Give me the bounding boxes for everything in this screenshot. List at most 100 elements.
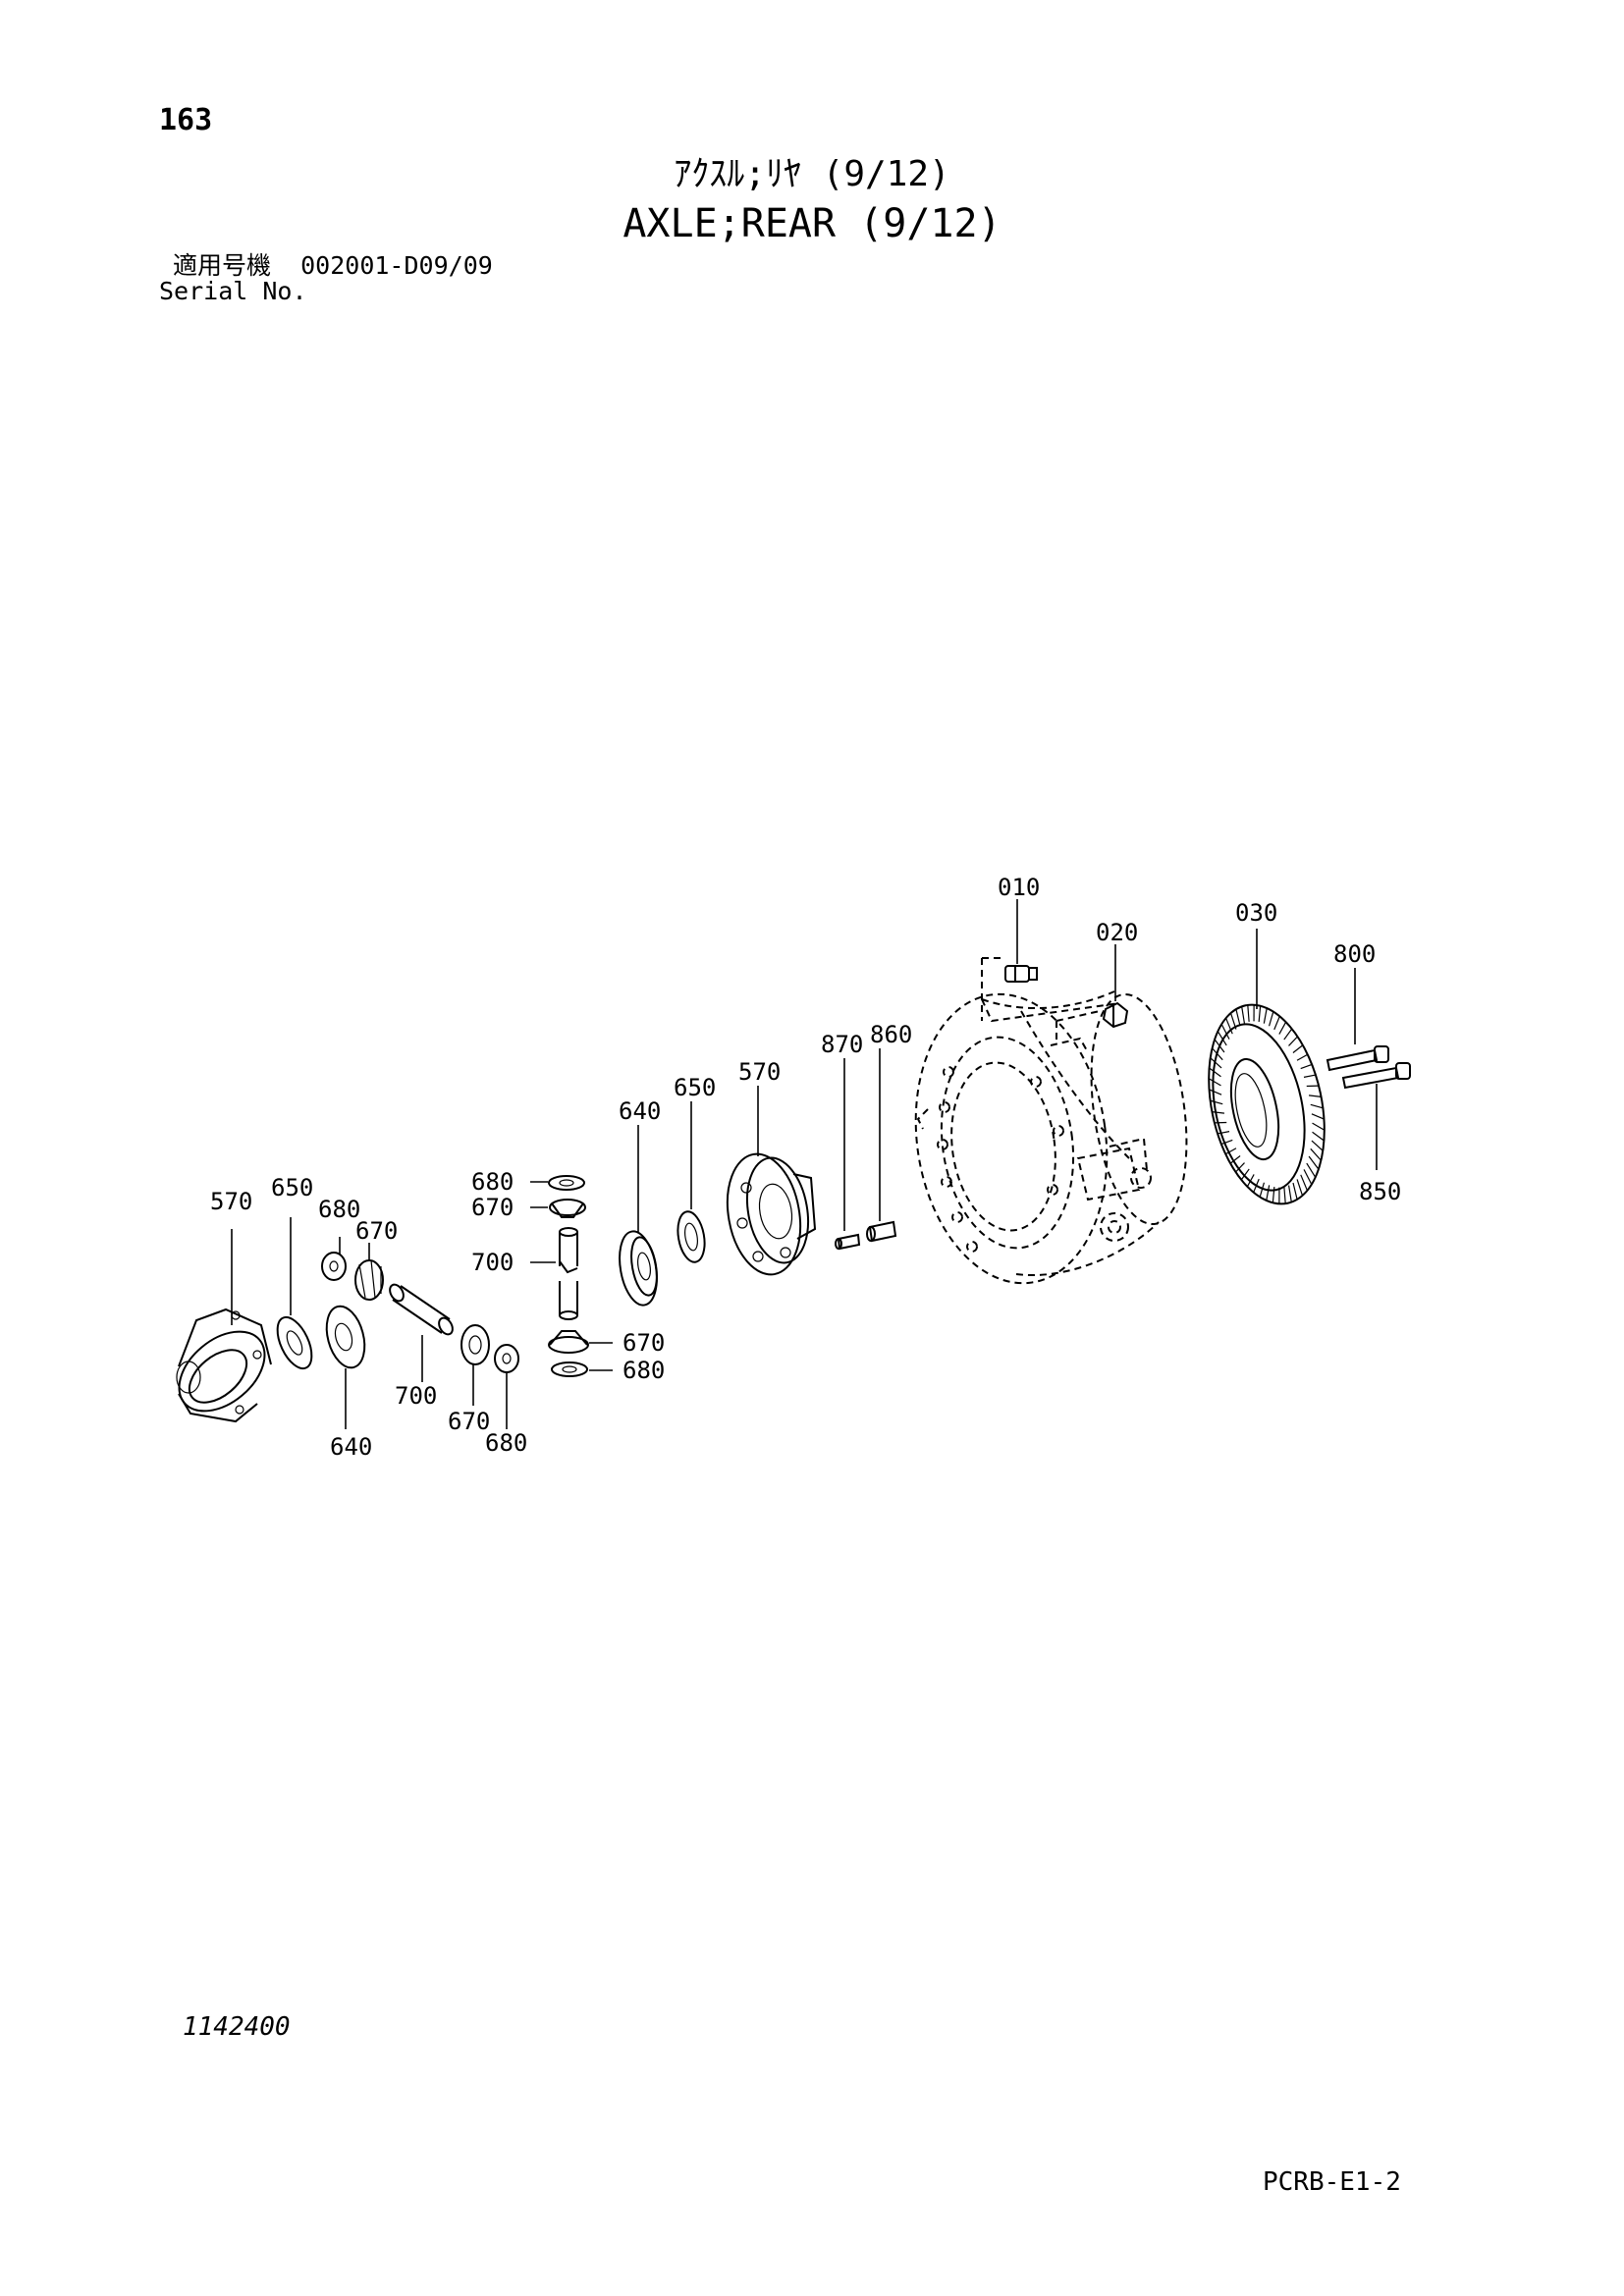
serial-value: 002001-D09/09 <box>300 251 493 280</box>
callout-800: 800 <box>1333 940 1376 968</box>
case-half-570-right <box>726 1152 817 1276</box>
ring-gear-tooth <box>1229 1155 1241 1164</box>
callout-870: 870 <box>821 1031 863 1058</box>
ring-gear-tooth <box>1272 1186 1275 1203</box>
ring-gear-tooth <box>1288 1036 1298 1046</box>
ring-gear-tooth <box>1300 1063 1313 1070</box>
ring-gear-tooth <box>1310 1148 1322 1161</box>
ring-gear-tooth <box>1253 1178 1260 1193</box>
ring-gear-tooth <box>1247 1004 1250 1022</box>
ring-gear-tooth <box>1212 1047 1223 1061</box>
ring-gear-tooth <box>1224 1148 1237 1155</box>
ring-gear-tooth <box>1308 1095 1322 1097</box>
ring-gear-tooth <box>1310 1103 1324 1109</box>
drawing-number: 1142400 <box>183 2012 291 2042</box>
ring-gear-tooth <box>1209 1089 1222 1095</box>
callout-570-left: 570 <box>210 1188 252 1215</box>
callout-680-bottom: 680 <box>623 1357 665 1384</box>
ring-gear-tooth <box>1266 1185 1271 1201</box>
ring-gear-tooth <box>1296 1179 1304 1197</box>
callout-640-left: 640 <box>330 1433 372 1461</box>
pinion-670-lower-left <box>460 1324 490 1365</box>
bolt-800 <box>1326 1045 1389 1072</box>
case-half-570-left <box>176 1308 272 1423</box>
ring-gear-tooth <box>1246 1174 1255 1188</box>
ring-gear-tooth <box>1308 1155 1320 1170</box>
ring-gear-teeth <box>1208 1004 1326 1204</box>
washer-680-lower-left <box>494 1344 519 1373</box>
callout-860: 860 <box>870 1021 912 1048</box>
ring-gear-tooth <box>1263 1007 1268 1024</box>
ring-gear-tooth <box>1306 1162 1317 1178</box>
callout-670-upper-left: 670 <box>355 1217 398 1245</box>
ring-gear-tooth <box>1312 1122 1326 1131</box>
ring-gear-tooth <box>1212 1111 1225 1114</box>
serial-line: 適用号機 002001-D09/09 <box>173 253 493 278</box>
ring-gear-tooth <box>1208 1078 1221 1087</box>
ring-gear-tooth <box>1303 1074 1317 1078</box>
ring-gear-tooth <box>1217 1031 1227 1046</box>
ring-gear-tooth <box>1303 1169 1313 1185</box>
differential-case-housing <box>914 990 1188 1285</box>
side-gear-640-left <box>325 1305 366 1369</box>
ring-gear-tooth <box>1292 1044 1304 1053</box>
ring-gear-tooth <box>1209 1067 1221 1078</box>
callout-010: 010 <box>998 874 1040 901</box>
title-japanese: ｱｸｽﾙ;ﾘﾔ (9/12) <box>674 154 950 194</box>
cross-shaft-700-center <box>559 1227 578 1320</box>
ring-gear-tooth <box>1240 1168 1250 1181</box>
ring-gear-tooth <box>1311 1140 1324 1151</box>
ring-gear-tooth <box>1217 1131 1230 1135</box>
page-number: 163 <box>159 103 213 137</box>
title-english: AXLE;REAR (9/12) <box>623 201 1001 246</box>
ring-gear-tooth <box>1273 1016 1280 1031</box>
pinion-670-top <box>549 1199 586 1218</box>
ring-gear-tooth <box>1278 1021 1287 1035</box>
callout-labels: 010 020 030 800 850 870 860 570 650 640 … <box>210 874 1401 1461</box>
ring-gear-tooth <box>1225 1017 1233 1035</box>
ring-gear-tooth <box>1214 1039 1225 1053</box>
ring-gear-tooth <box>1312 1131 1325 1142</box>
callout-020: 020 <box>1096 919 1138 946</box>
callout-650-right: 650 <box>674 1074 716 1101</box>
ring-gear-tooth <box>1283 1187 1286 1204</box>
ring-gear-tooth <box>1235 1008 1241 1027</box>
callout-640-right: 640 <box>619 1097 661 1125</box>
washer-680-bottom <box>551 1362 588 1377</box>
ring-gear-tooth <box>1229 1012 1237 1030</box>
pin-870 <box>835 1233 861 1251</box>
ring-gear-tooth <box>1210 1057 1222 1069</box>
ring-gear-tooth <box>1258 1005 1262 1023</box>
serial-label-en: Serial No. <box>159 277 307 305</box>
callout-850: 850 <box>1359 1178 1401 1205</box>
thrust-washer-650-right <box>677 1210 706 1263</box>
pinion-670-upper-left <box>354 1259 384 1301</box>
ring-gear-tooth <box>1283 1028 1293 1041</box>
ring-gear-tooth <box>1220 1139 1233 1146</box>
bolt-850 <box>1341 1062 1411 1090</box>
callout-680-upper-left: 680 <box>318 1196 360 1223</box>
ring-gear-030 <box>1208 1003 1326 1205</box>
callout-570-right: 570 <box>738 1058 781 1086</box>
ring-gear-tooth <box>1210 1099 1223 1105</box>
callout-670-bottom: 670 <box>623 1329 665 1357</box>
pin-860 <box>866 1220 897 1243</box>
ring-gear-tooth <box>1292 1182 1298 1201</box>
ring-gear-tooth <box>1296 1053 1309 1061</box>
ring-gear-tooth <box>1235 1162 1245 1173</box>
callout-700-left: 700 <box>395 1382 437 1410</box>
serial-label-jp: 適用号機 <box>173 251 272 280</box>
pinion-670-bottom <box>548 1330 589 1354</box>
callout-680-lower-left: 680 <box>485 1429 527 1457</box>
thrust-washer-650-left <box>276 1315 313 1370</box>
cross-shaft-700-left <box>389 1283 454 1336</box>
callout-670-top: 670 <box>471 1194 514 1221</box>
ring-gear-tooth <box>1287 1185 1292 1202</box>
ring-gear-tooth <box>1268 1011 1274 1027</box>
ring-gear-tooth <box>1220 1024 1230 1040</box>
callout-650-left: 650 <box>271 1174 313 1201</box>
callout-030: 030 <box>1235 899 1277 927</box>
ring-gear-tooth <box>1300 1174 1308 1192</box>
ring-gear-tooth <box>1241 1006 1246 1024</box>
